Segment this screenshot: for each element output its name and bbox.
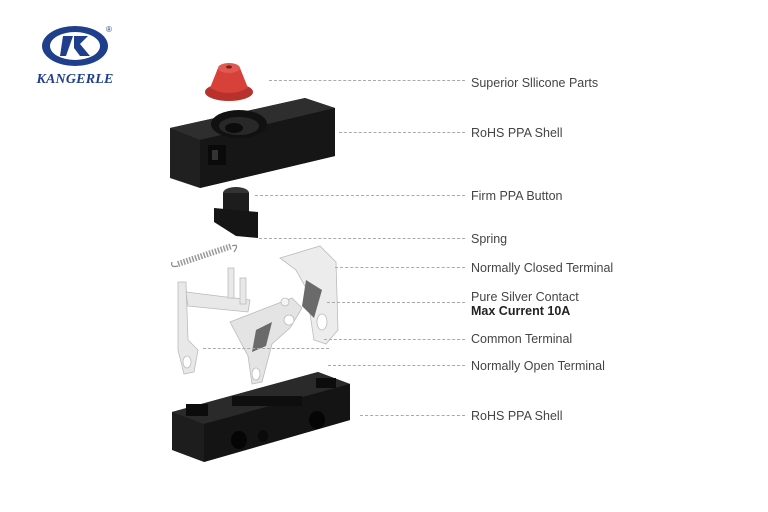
common-terminal-part [229, 297, 303, 385]
brand-name: KANGERLE [36, 72, 114, 87]
nc-terminal-part [279, 245, 339, 345]
silicone-cap-part [205, 63, 253, 101]
leader-line-silicone [269, 80, 465, 81]
label-spring: Spring [471, 232, 508, 246]
leader-line-spring [259, 238, 465, 239]
leader-line-bottom-shell [360, 415, 465, 416]
top-shell-part [170, 98, 335, 188]
nc-left-frame-part [177, 267, 251, 375]
button-part [214, 187, 258, 238]
leader-line-nc-terminal [335, 267, 465, 268]
label-no-terminal: Normally Open Terminal [471, 359, 605, 373]
label-max-current: Max Current 10A [471, 304, 571, 318]
leader-line-common-terminal [203, 348, 329, 349]
leader-line-button [255, 195, 465, 196]
label-button: Firm PPA Button [471, 189, 563, 203]
label-common-terminal: Common Terminal [471, 332, 573, 346]
registered-mark: ® [106, 25, 112, 34]
label-bottom-shell: RoHS PPA Shell [471, 409, 563, 423]
label-silicone-parts: Superior Sllicone Parts [471, 76, 599, 90]
leader-line-contact [327, 302, 465, 303]
kangerle-logo-icon [42, 26, 108, 66]
label-silver-contact: Pure Silver Contact Max Current 10A [471, 290, 579, 318]
label-top-shell: RoHS PPA Shell [471, 126, 563, 140]
spring-part [171, 243, 238, 268]
bottom-shell-part [172, 372, 350, 462]
leader-line-top-shell [339, 132, 465, 133]
label-nc-terminal: Normally Closed Terminal [471, 261, 614, 275]
leader-line-common-terminal-b [324, 339, 465, 340]
leader-line-no-terminal [328, 365, 465, 366]
